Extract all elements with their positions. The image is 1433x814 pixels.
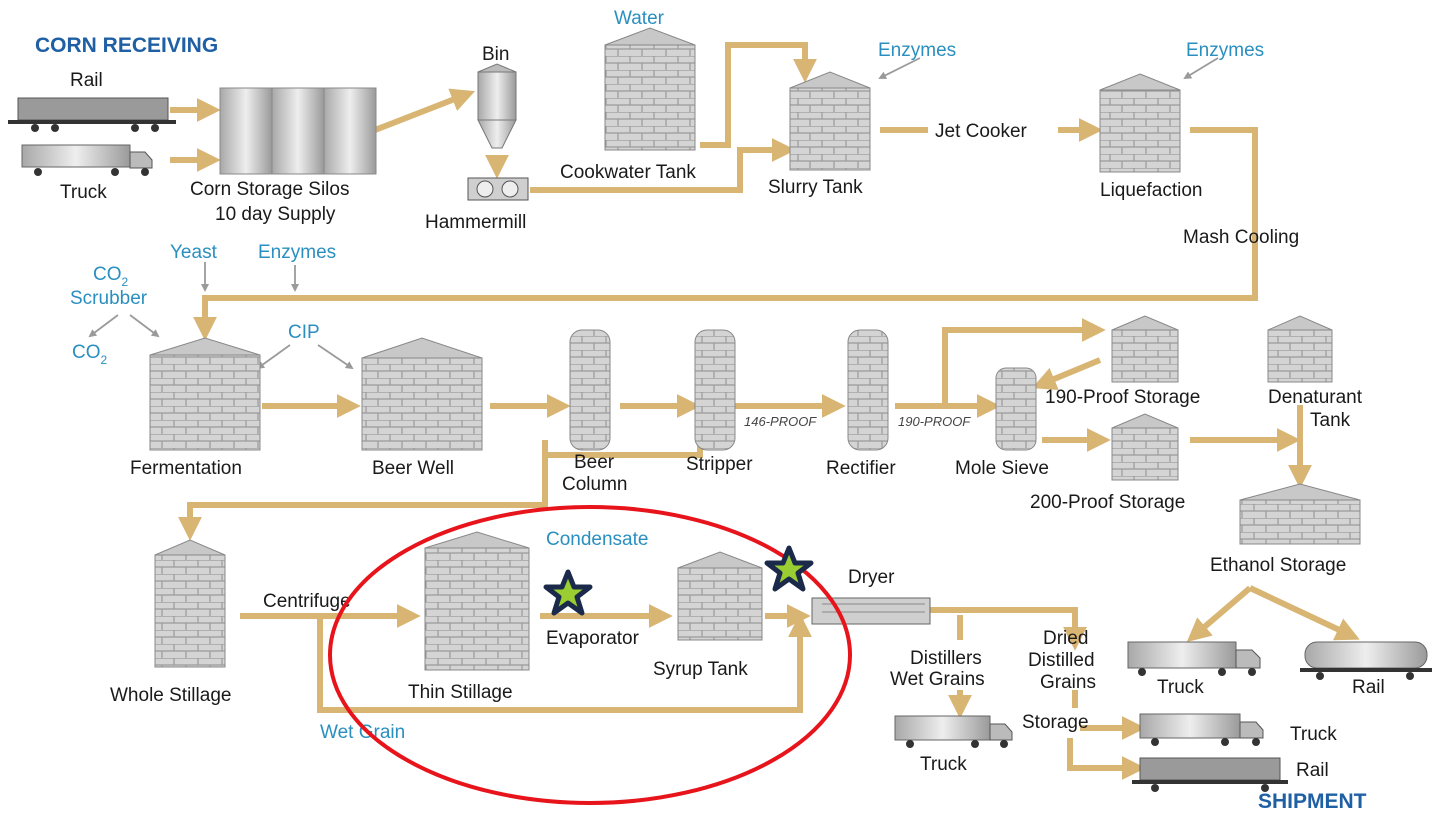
rail-car-ethanol: [1300, 641, 1432, 680]
label-condensate: Condensate: [546, 529, 648, 550]
slurry-tank: [789, 71, 871, 171]
label-yeast: Yeast: [170, 242, 218, 263]
label-bin: Bin: [482, 44, 509, 65]
label-co2: CO2: [72, 342, 108, 367]
label-dried: Dried: [1043, 628, 1088, 649]
label-cip: CIP: [288, 322, 320, 343]
label-hammermill: Hammermill: [425, 212, 526, 233]
label-rectifier: Rectifier: [826, 458, 896, 479]
star-icon: [543, 569, 593, 616]
label-rail-ethanol: Rail: [1352, 677, 1385, 698]
label-co2-scrubber: CO2: [93, 264, 129, 289]
label-truck-ddg: Truck: [1290, 724, 1337, 745]
syrup-tank: [677, 551, 763, 641]
label-dryer: Dryer: [848, 567, 895, 588]
label-rail-ddg: Rail: [1296, 760, 1329, 781]
rail-car-ddg: [1132, 757, 1288, 792]
label-distillers: Distillers: [910, 648, 982, 669]
label-wet-grains: Wet Grains: [890, 669, 985, 690]
bin: [477, 63, 517, 149]
label-distilled: Distilled: [1028, 650, 1095, 671]
liquefaction-tank: [1099, 73, 1181, 173]
label-truck-ethanol: Truck: [1157, 677, 1204, 698]
label-fermentation: Fermentation: [130, 458, 242, 479]
storage-200-tank: [1111, 413, 1179, 481]
label-beer-column-b: Column: [562, 474, 627, 495]
label-scrubber: Scrubber: [70, 288, 148, 309]
truck-ethanol: [1127, 641, 1261, 676]
whole-stillage-tank: [154, 539, 226, 668]
cookwater-tank: [604, 27, 696, 151]
label-ethanol-storage: Ethanol Storage: [1210, 555, 1346, 576]
label-evaporator: Evaporator: [546, 628, 640, 649]
label-silos: Corn Storage Silos: [190, 179, 349, 200]
label-grains: Grains: [1040, 672, 1096, 693]
label-200-proof-storage: 200-Proof Storage: [1030, 492, 1185, 513]
truck-in: [21, 144, 153, 176]
section-corn-receiving: CORN RECEIVING: [35, 34, 218, 57]
highlight-ellipse: [328, 505, 852, 805]
label-190-proof-storage: 190-Proof Storage: [1045, 387, 1200, 408]
label-water: Water: [614, 8, 665, 29]
corn-storage-silos: [219, 87, 377, 175]
label-190-proof: 190-PROOF: [898, 414, 971, 429]
mole-sieve: [995, 367, 1037, 451]
label-rail-in: Rail: [70, 70, 103, 91]
flow-lines: [170, 42, 1360, 780]
label-truck-dwg: Truck: [920, 754, 967, 775]
label-146-proof: 146-PROOF: [744, 414, 817, 429]
beer-column: [569, 329, 611, 451]
label-syrup-tank: Syrup Tank: [653, 659, 748, 680]
label-stripper: Stripper: [686, 454, 753, 475]
label-enzymes-2: Enzymes: [1186, 40, 1264, 61]
storage-190-tank: [1111, 315, 1179, 383]
label-beer-column-a: Beer: [574, 452, 615, 473]
rail-car-in: [8, 97, 176, 132]
label-mole-sieve: Mole Sieve: [955, 458, 1049, 479]
label-truck-in: Truck: [60, 182, 107, 203]
label-beer-well: Beer Well: [372, 458, 454, 479]
label-enzymes-1: Enzymes: [878, 40, 956, 61]
ethanol-storage-tank: [1239, 483, 1361, 545]
label-jet-cooker: Jet Cooker: [935, 121, 1028, 142]
hammermill: [467, 177, 529, 201]
label-whole-stillage: Whole Stillage: [110, 685, 231, 706]
rectifier-column: [847, 329, 889, 451]
section-shipment: SHIPMENT: [1258, 790, 1367, 813]
fermentation-tank: [149, 337, 261, 451]
dryer: [811, 597, 931, 625]
thin-stillage-tank: [424, 531, 530, 671]
label-denaturant-tank: Tank: [1310, 410, 1351, 431]
label-liquefaction: Liquefaction: [1100, 180, 1202, 201]
beer-well-tank: [361, 337, 483, 451]
denaturant-tank: [1267, 315, 1333, 383]
label-storage: Storage: [1022, 712, 1089, 733]
input-arrows: [88, 57, 1219, 370]
truck-ddg: [1139, 713, 1264, 746]
label-wet-grain: Wet Grain: [320, 722, 405, 743]
label-thin-stillage: Thin Stillage: [408, 682, 513, 703]
label-silos-sub: 10 day Supply: [215, 204, 336, 225]
label-denaturant: Denaturant: [1268, 387, 1363, 408]
label-centrifuge: Centrifuge: [263, 591, 351, 612]
label-enzymes-3: Enzymes: [258, 242, 336, 263]
label-slurry-tank: Slurry Tank: [768, 177, 863, 198]
truck-dwg: [894, 715, 1013, 748]
stripper-column: [694, 329, 736, 451]
label-mash-cooling: Mash Cooling: [1183, 227, 1299, 248]
star-icon: [764, 545, 814, 592]
label-cookwater-tank: Cookwater Tank: [560, 162, 696, 183]
